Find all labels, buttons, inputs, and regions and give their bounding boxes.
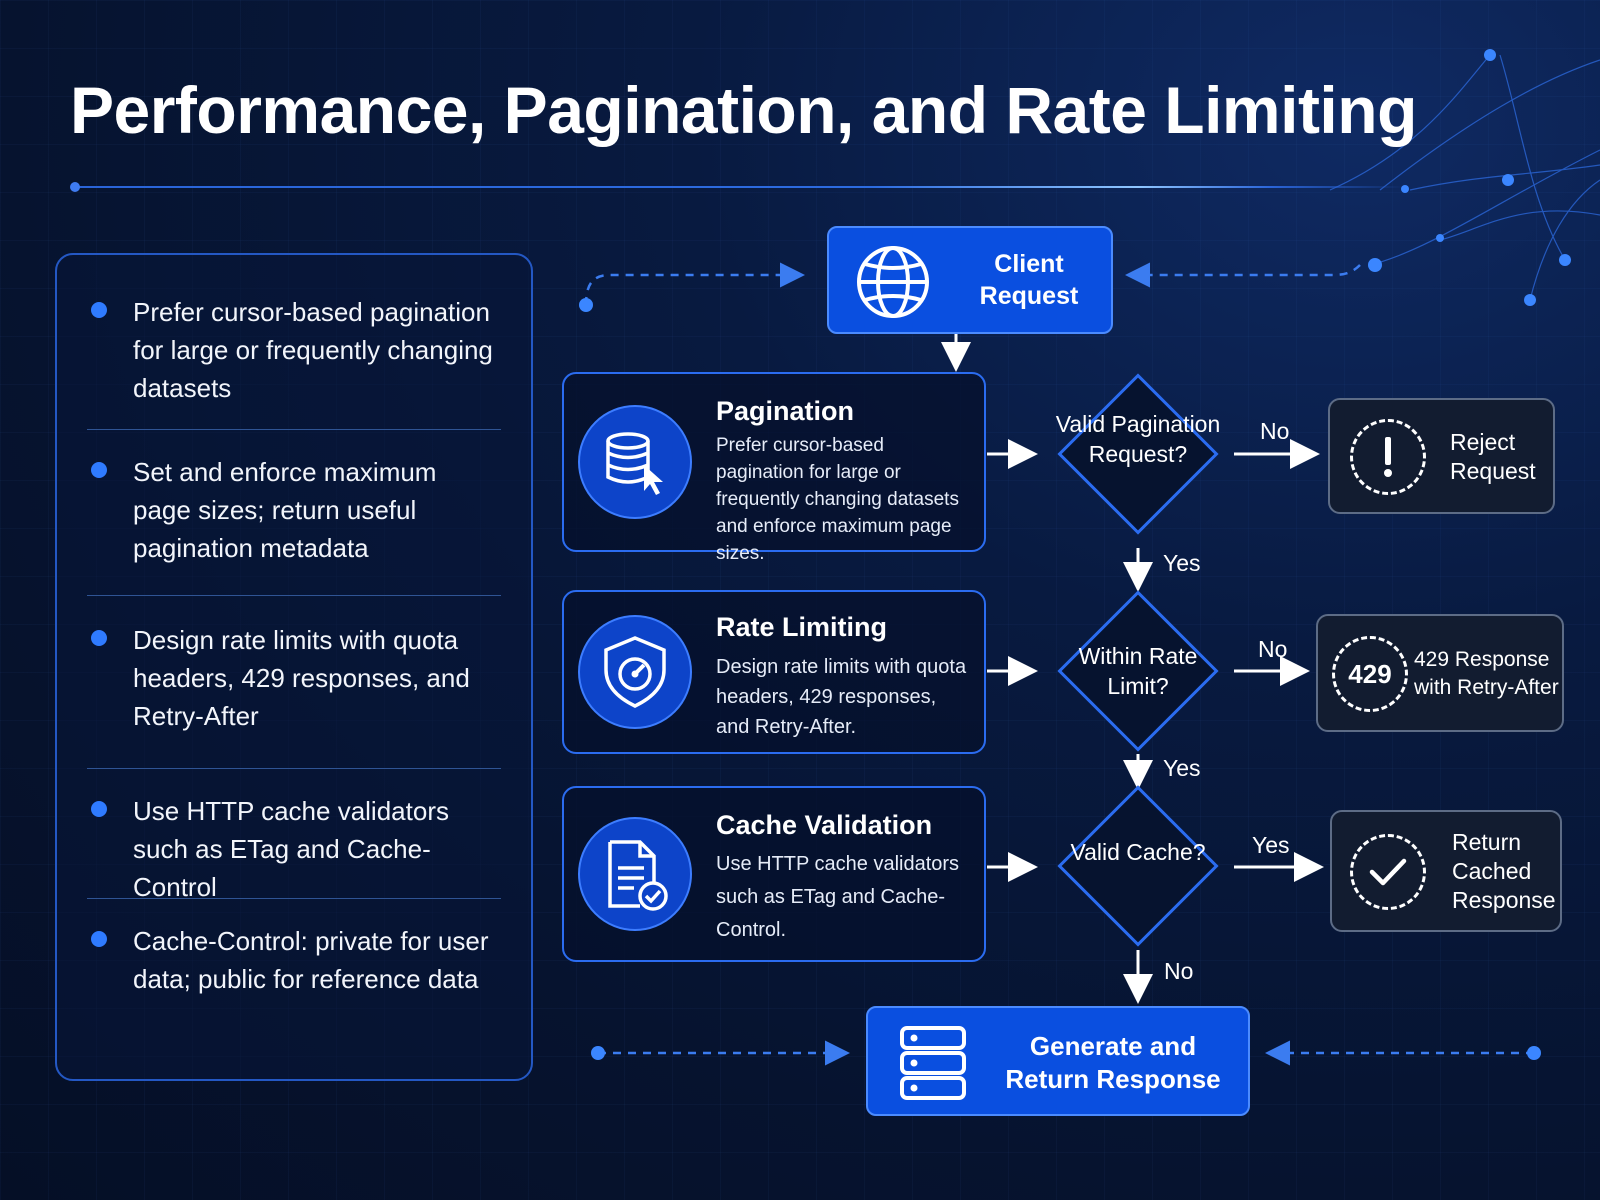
rate-limit-response-node: 429 429 Response with Retry-After [1316,614,1564,732]
tip-text: Design rate limits with quota headers, 4… [133,625,470,731]
reject-request-label: Reject Request [1450,429,1536,484]
within-rate-limit-label: Within Rate Limit? [1078,643,1198,699]
return-cached-response-node: Return Cached Response [1330,810,1562,932]
tip-text: Cache-Control: private for user data; pu… [133,926,489,994]
status-429-icon: 429 [1332,636,1408,712]
pagination-description: Prefer cursor-based pagination for large… [716,435,959,564]
edge-label-cache-no: No [1164,958,1194,984]
tip-item: Set and enforce maximum page sizes; retu… [87,453,501,567]
tips-panel: Prefer cursor-based pagination for large… [55,253,533,1081]
reject-request-node: Reject Request [1328,398,1555,514]
edge-label-pagination-yes: Yes [1163,550,1201,576]
client-request-label: Client Request [979,250,1079,310]
valid-cache-label: Valid Cache? [1070,839,1206,865]
title-divider-dot [70,182,80,192]
title-divider [74,186,1404,188]
tip-text: Set and enforce maximum page sizes; retu… [133,457,437,563]
database-cursor-icon [578,405,692,519]
tip-item: Use HTTP cache validators such as ETag a… [87,792,501,906]
pagination-step: Pagination Prefer cursor-based paginatio… [562,372,986,564]
status-code-text: 429 [1348,658,1392,689]
bullet-icon [91,801,107,817]
cache-validation-description: Use HTTP cache validators such as ETag a… [716,853,960,941]
page-title: Performance, Pagination, and Rate Limiti… [70,73,1417,147]
return-cached-response-label: Return Cached Response [1452,829,1556,913]
bullet-icon [91,630,107,646]
bullet-icon [91,931,107,947]
tip-divider [87,898,501,899]
tip-divider [87,768,501,769]
tip-item: Prefer cursor-based pagination for large… [87,293,501,407]
shield-gauge-icon [578,615,692,729]
tip-divider [87,595,501,596]
tip-divider [87,429,501,430]
edge-label-rate-no: No [1258,636,1288,662]
tip-text: Prefer cursor-based pagination for large… [133,297,493,403]
rate-limiting-description: Design rate limits with quota headers, 4… [716,656,967,738]
cache-validation-title: Cache Validation [716,810,933,840]
checkmark-icon [1350,834,1426,910]
rate-limit-response-label: 429 Response with Retry-After [1414,648,1559,699]
bullet-icon [91,462,107,478]
cache-validation-step: Cache Validation Use HTTP cache validato… [562,786,986,962]
valid-pagination-label: Valid Pagination Request? [1055,411,1221,467]
client-request-node: Client Request [827,226,1113,334]
tip-item: Design rate limits with quota headers, 4… [87,621,501,735]
edge-label-pagination-no: No [1260,418,1290,444]
pagination-title: Pagination [716,396,855,426]
exclamation-icon [1350,419,1426,495]
rate-limiting-title: Rate Limiting [716,612,888,642]
edge-label-rate-yes: Yes [1163,755,1201,781]
server-icon [900,1026,966,1100]
generate-response-label: Generate and Return Response [1005,1031,1221,1094]
tip-item: Cache-Control: private for user data; pu… [87,922,501,998]
bullet-icon [91,302,107,318]
document-check-icon [578,817,692,931]
tip-text: Use HTTP cache validators such as ETag a… [133,796,449,902]
rate-limiting-step: Rate Limiting Design rate limits with qu… [562,590,986,754]
edge-label-cache-yes: Yes [1252,832,1290,858]
generate-response-node: Generate and Return Response [866,1006,1250,1116]
globe-icon [857,246,929,318]
